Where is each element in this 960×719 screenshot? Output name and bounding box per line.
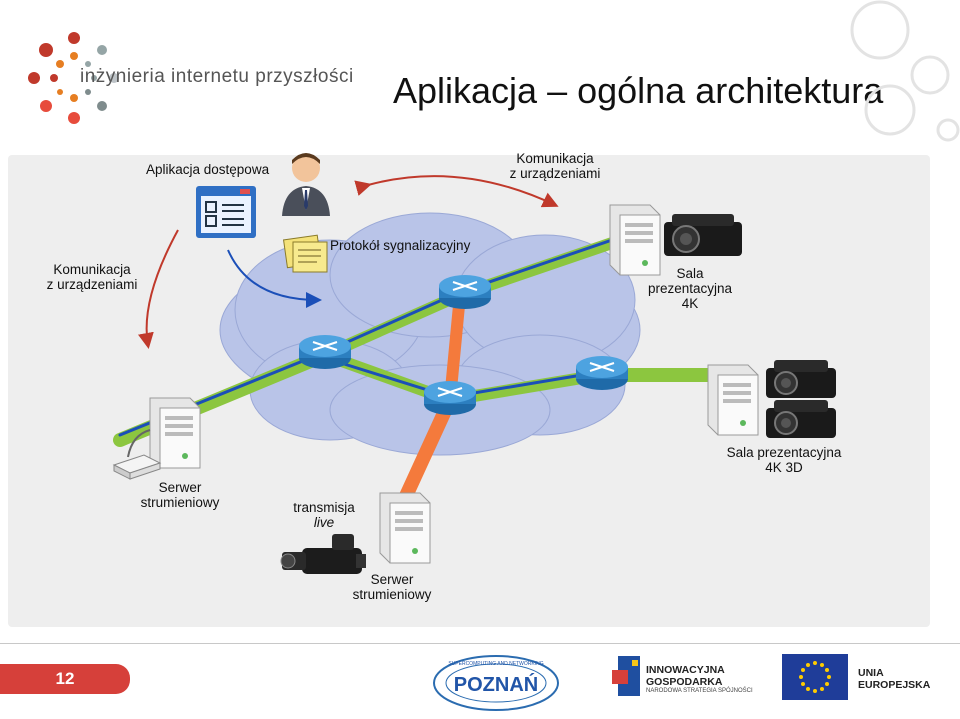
video-camera-icon: [280, 534, 366, 574]
poznan-logo-icon: POZNAŃ SUPERCOMPUTING AND NETWORKING: [433, 655, 559, 711]
dots-logo-icon: [28, 32, 119, 124]
label-protocol: Protokół sygnalizacyjny: [330, 238, 471, 253]
slide-title: Aplikacja – ogólna architektura: [393, 70, 884, 111]
server-icon: [149, 397, 201, 469]
label-room-4k-line3: 4K: [681, 296, 699, 311]
projector-icon: [664, 214, 742, 256]
projector-icon: [766, 360, 836, 398]
poznan-ring-text: SUPERCOMPUTING AND NETWORKING: [448, 661, 543, 667]
label-room-4k: Sala prezentacyjna 4K: [640, 266, 740, 311]
server-icon: [707, 364, 759, 436]
server-icon: [379, 492, 431, 564]
eu-stars-icon: [799, 661, 831, 693]
label-room-4k-line2: prezentacyjna: [647, 281, 733, 296]
circles-decoration-icon: [850, 0, 960, 142]
label-room-3d-line2: 4K 3D: [765, 460, 803, 475]
application-window-icon: [196, 186, 256, 238]
ig-flag-icon: [612, 656, 642, 698]
label-comm-top: Komunikacja z urządzeniami: [505, 151, 605, 181]
page-number: 12: [0, 664, 130, 694]
server-icon: [609, 204, 661, 276]
label-comm-top-line2: z urządzeniami: [509, 166, 601, 181]
eu-line2: EUROPEJSKA: [858, 679, 931, 691]
label-room-4k-3d: Sala prezentacyjna 4K 3D: [722, 445, 846, 475]
eu-line1: UNIA: [858, 667, 884, 679]
comm-arrow: [354, 175, 559, 208]
label-comm-top-line1: Komunikacja: [516, 151, 594, 166]
label-live: transmisja live: [284, 500, 364, 530]
brand-logo: [26, 30, 122, 126]
label-live-line1: transmisja: [293, 500, 355, 515]
label-server-left-line2: strumieniowy: [140, 495, 220, 510]
brand-text: inżynieria internetu przyszłości: [80, 66, 354, 87]
protocol-arrow: [227, 249, 322, 308]
label-live-line2: live: [313, 515, 335, 530]
label-server-bottom-line2: strumieniowy: [352, 587, 432, 602]
user-icon: [282, 153, 330, 216]
footer-divider: [0, 643, 960, 644]
label-server-left-line1: Serwer: [158, 480, 202, 495]
ig-line1: INNOWACYJNA: [646, 664, 725, 676]
router-icon: [439, 275, 491, 309]
label-comm-left-line2: z urządzeniami: [46, 277, 138, 292]
comm-arrow: [138, 229, 179, 349]
label-server-left: Serwer strumieniowy: [130, 480, 230, 510]
label-comm-left: Komunikacja z urządzeniami: [44, 262, 140, 292]
label-room-4k-line1: Sala: [676, 266, 704, 281]
eu-text: UNIA EUROPEJSKA: [858, 667, 930, 691]
label-room-3d-line1: Sala prezentacyjna: [726, 445, 842, 460]
poznan-wordmark: POZNAŃ: [454, 673, 538, 696]
ig-text: INNOWACYJNA GOSPODARKA NARODOWA STRATEGI…: [646, 664, 753, 694]
router-icon: [299, 335, 351, 369]
ig-flag-shape-icon: [612, 656, 640, 696]
decorative-circles: [820, 0, 960, 160]
ig-line2: GOSPODARKA: [646, 676, 723, 688]
storage-disk-icon: [112, 454, 162, 480]
label-access-app: Aplikacja dostępowa: [146, 162, 270, 177]
projector-icon: [766, 400, 836, 438]
label-server-bottom-line1: Serwer: [370, 572, 414, 587]
ig-sub: NARODOWA STRATEGIA SPÓJNOŚCI: [646, 688, 753, 694]
poznan-logo: POZNAŃ SUPERCOMPUTING AND NETWORKING: [430, 652, 562, 714]
documents-icon: [282, 234, 328, 273]
router-icon: [576, 356, 628, 390]
label-comm-left-line1: Komunikacja: [53, 262, 131, 277]
router-icon: [424, 381, 476, 415]
architecture-diagram: [112, 153, 836, 574]
label-server-bottom: Serwer strumieniowy: [342, 572, 442, 602]
eu-flag-icon: [782, 654, 848, 700]
